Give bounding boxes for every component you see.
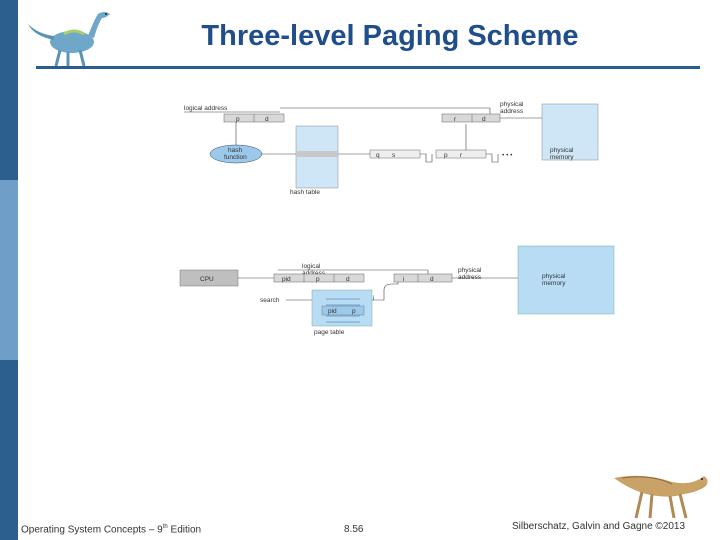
hash-table-label: hash table [290,189,320,196]
cpu-label: CPU [200,276,214,283]
physical-address-label: physical [458,267,482,274]
d-field: d [346,276,350,283]
physical-memory-label: memory [542,280,566,287]
page-table-label: page table [314,329,345,336]
page-table-entry [321,305,365,316]
chain-p: p [444,152,448,159]
footer-book-title-text: Operating System Concepts – 9 [21,524,163,536]
physical-address-label: address [458,274,482,281]
p-field: p [316,276,320,283]
r-field: r [454,116,457,123]
sidebar-segment [0,0,18,180]
physical-memory-box [517,245,615,315]
chain-q: q [376,152,380,159]
logical-address-box [273,273,365,283]
footer-book-title-sup: th [162,524,168,530]
page-title: Three-level Paging Scheme [201,20,579,52]
inverted-page-table-diagram: CPU logical address pid p d i d physical… [179,245,615,336]
physical-address-label: address [500,108,524,115]
sidebar-stripe [0,0,18,540]
logical-address-label: logical [302,263,321,270]
pid-field: pid [282,276,291,283]
d-field: d [430,276,434,283]
physical-memory-box [541,103,599,161]
hash-table-entry [296,151,338,157]
dinosaur-footer-icon [614,475,708,519]
hash-function-label: function [224,154,247,161]
logical-address-label: logical address [184,105,228,112]
entry-pid: pid [328,308,337,315]
chain-ellipsis: • • • [502,152,513,159]
entry-p: p [352,308,356,315]
index-i: i [373,295,374,302]
chain-s: s [392,152,396,159]
sidebar-segment [0,180,18,360]
physical-memory-label: physical [542,273,566,280]
physical-address-box [441,113,501,123]
logical-address-label: address [302,270,326,277]
p-field: p [236,116,240,123]
physical-address-label: physical [500,101,524,108]
search-label: search [260,297,280,304]
physical-memory-label: memory [550,154,574,161]
hash-function-label: hash [228,147,242,154]
footer-copyright: Silberschatz, Galvin and Gagne ©2013 [512,521,686,532]
sidebar-segment [0,360,18,540]
footer-book-title-edition: Edition [167,524,202,536]
d-field: d [482,116,486,123]
title-divider [36,66,700,69]
dinosaur-logo-icon [28,12,110,67]
hashed-page-table-diagram: logical address p d hash function hash t… [184,101,599,196]
d-field: d [265,116,269,123]
page-number: 8.56 [344,524,364,535]
i-field: i [403,276,404,283]
footer-book-title: Operating System Concepts – 9th Edition [21,524,201,535]
chain-r: r [460,152,463,159]
physical-memory-label: physical [550,147,574,154]
